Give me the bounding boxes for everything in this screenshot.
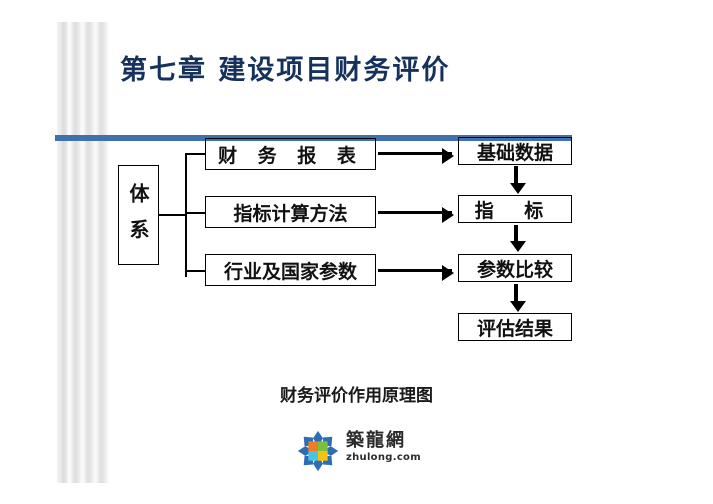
zhulong-logo: 築龍網 zhulong.com [296,428,426,474]
diagram-box-base-data: 基础数据 [458,137,572,165]
diagram-box-industry-national-parameters: 行业及国家参数 [205,254,376,286]
connector-branch-3 [185,270,206,272]
arrow-down-1 [510,166,526,194]
diagram-box-index: 指 标 [458,195,572,223]
connector-bracket-spine [185,153,187,277]
zhulong-flower-icon [296,430,340,472]
connector-branch-2 [185,212,206,214]
diagram-box-financial-statements: 财 务 报 表 [205,138,376,170]
arrow-right-3 [378,265,454,281]
arrow-down-2 [510,225,526,252]
arrow-right-1 [378,148,454,164]
decorative-column [55,22,109,483]
zhulong-logo-en: zhulong.com [346,452,421,463]
connector-root-stem [159,214,186,216]
arrow-down-3 [510,284,526,312]
connector-branch-1 [185,153,206,155]
zhulong-logo-cn: 築龍網 [346,430,406,451]
diagram-box-evaluation-result: 评估结果 [458,313,572,341]
arrow-right-2 [378,207,454,223]
diagram-box-root: 体系 [118,165,159,265]
diagram-box-parameter-comparison: 参数比较 [458,254,572,282]
figure-caption: 财务评价作用原理图 [280,386,433,406]
diagram-box-index-calculation-method: 指标计算方法 [205,196,376,228]
page-title: 第七章 建设项目财务评价 [120,55,451,86]
zhulong-logo-text: 築龍網 zhulong.com [346,430,430,464]
